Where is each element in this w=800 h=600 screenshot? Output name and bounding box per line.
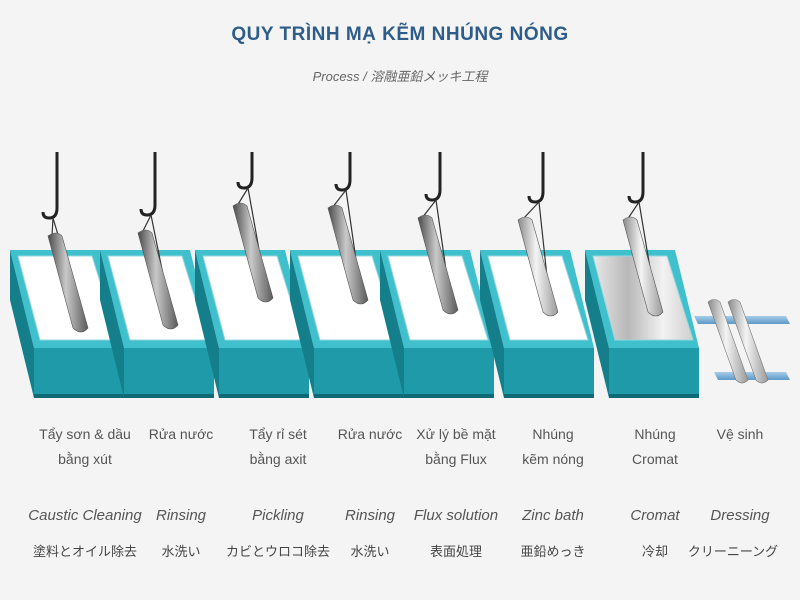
page-subtitle: Process / 溶融亜鉛メッキ工程 xyxy=(312,69,488,84)
step-japanese-1: 塗料とオイル除去 xyxy=(32,544,137,559)
hook-icon xyxy=(527,180,545,204)
steel-pipe xyxy=(232,202,274,303)
tank-station-3 xyxy=(195,152,309,398)
step-name-line2: bằng xút xyxy=(58,451,112,467)
steel-pipe xyxy=(517,216,559,317)
step-name-5: Xử lý bề mặt bằng Flux xyxy=(401,422,511,472)
step-english-5: Flux solution xyxy=(413,507,499,524)
hook-icon xyxy=(139,193,157,217)
step-name-line2: kẽm nóng xyxy=(522,451,584,467)
step-name-line1: Rửa nước xyxy=(148,426,214,442)
support-rail xyxy=(714,372,790,380)
tank-station-5 xyxy=(380,152,494,398)
step-english-3: Pickling xyxy=(252,507,304,524)
step-name-4: Rửa nước xyxy=(315,422,425,447)
step-name-line1: Tẩy rỉ sét xyxy=(249,426,307,442)
dressing-station xyxy=(694,299,790,384)
tank-station-7 xyxy=(585,152,699,398)
step-name-8: Vệ sinh xyxy=(685,422,795,447)
tank-base xyxy=(404,394,494,398)
tank-side xyxy=(380,250,404,398)
sling-wire xyxy=(51,217,54,237)
tank-station-1 xyxy=(10,152,124,398)
step-name-1: Tẩy sơn & dầu bằng xút xyxy=(30,422,140,472)
tank-base xyxy=(34,394,124,398)
steel-pipe xyxy=(727,299,769,384)
tank-front xyxy=(34,348,124,398)
step-name-line2: bằng Flux xyxy=(425,451,487,467)
step-name-6: Nhúng kẽm nóng xyxy=(498,422,608,472)
tank-side xyxy=(290,250,314,398)
step-english-4: Rinsing xyxy=(344,507,396,524)
steel-pipe xyxy=(327,204,369,305)
step-english-6: Zinc bath xyxy=(522,507,584,524)
step-japanese-6: 亜鉛めっき xyxy=(520,544,586,559)
step-english-7: Cromat xyxy=(630,507,680,524)
tank-station-2 xyxy=(100,152,214,398)
step-name-line1: Tẩy sơn & dầu xyxy=(39,426,131,442)
hook-icon xyxy=(424,178,442,202)
step-english-8: Dressing xyxy=(710,507,770,524)
tank-front xyxy=(609,348,699,398)
tank-front xyxy=(404,348,494,398)
tank-base xyxy=(504,394,594,398)
steel-pipe xyxy=(707,299,749,384)
tank-side xyxy=(100,250,124,398)
tank-side xyxy=(585,250,609,398)
step-name-line1: Vệ sinh xyxy=(716,426,764,442)
tank-front xyxy=(124,348,214,398)
step-name-line1: Nhúng xyxy=(634,426,676,442)
steel-pipe xyxy=(47,232,89,333)
tank-front xyxy=(219,348,309,398)
page-title: QUY TRÌNH MẠ KẼM NHÚNG NÓNG xyxy=(231,24,569,45)
hook-icon xyxy=(334,168,352,192)
tank-side xyxy=(10,250,34,398)
step-japanese-5: 表面処理 xyxy=(429,544,482,559)
step-english-2: Rinsing xyxy=(155,507,207,524)
hook-icon xyxy=(627,180,645,204)
tank-station-4 xyxy=(290,152,404,398)
tank-base xyxy=(219,394,309,398)
steel-pipe xyxy=(417,214,459,315)
step-english-1: Caustic Cleaning xyxy=(28,507,142,524)
tank-base xyxy=(314,394,404,398)
step-japanese-3: カビとウロコ除去 xyxy=(225,544,330,559)
tank-front xyxy=(314,348,404,398)
steel-pipe xyxy=(622,216,664,317)
hook-icon xyxy=(236,166,254,190)
steel-pipe xyxy=(137,229,179,330)
hook-icon xyxy=(41,196,59,220)
step-name-line2: Cromat xyxy=(632,451,678,467)
tank-base xyxy=(124,394,214,398)
step-japanese-8: クリーニーング xyxy=(687,544,779,559)
step-name-line1: Rửa nước xyxy=(337,426,403,442)
step-japanese-7: 冷却 xyxy=(641,544,668,559)
tank-side xyxy=(195,250,219,398)
step-name-line1: Nhúng xyxy=(532,426,574,442)
step-japanese-4: 水洗い xyxy=(350,544,390,559)
step-name-line1: Xử lý bề mặt xyxy=(416,426,496,442)
tank-side xyxy=(480,250,504,398)
tank-station-6 xyxy=(480,152,594,398)
tank-front xyxy=(504,348,594,398)
step-name-line2: bằng axit xyxy=(249,451,307,467)
step-japanese-2: 水洗い xyxy=(161,544,201,559)
tank-base xyxy=(609,394,699,398)
step-name-2: Rửa nước xyxy=(126,422,236,447)
step-name-3: Tẩy rỉ sét bằng axit xyxy=(223,422,333,472)
